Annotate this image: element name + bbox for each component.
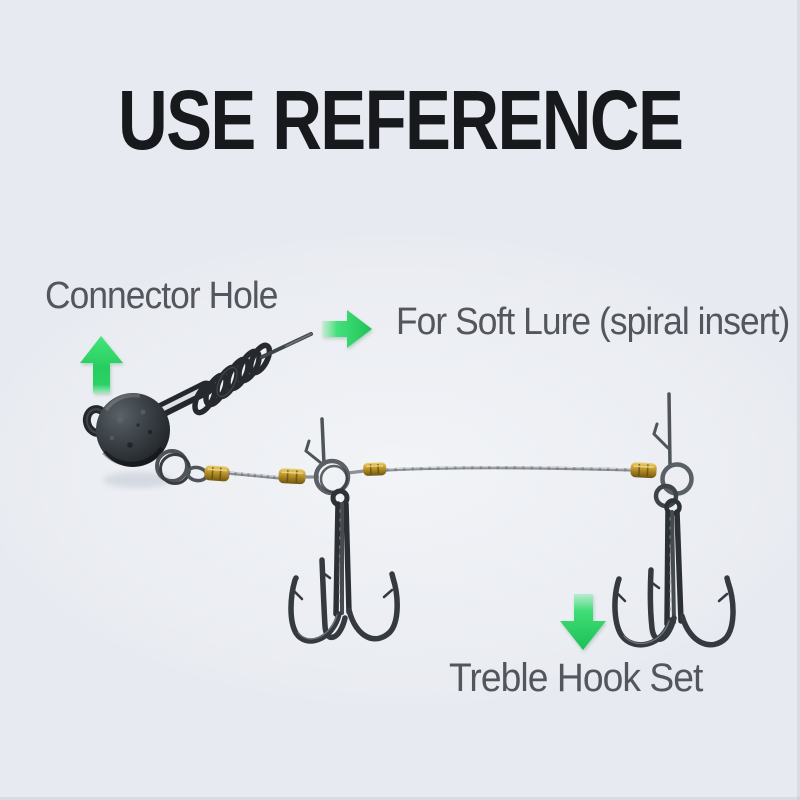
up-arrow-icon: [80, 336, 123, 393]
spiral-center-pin: [260, 332, 313, 359]
label-treble-hook-set: Treble Hook Set: [449, 656, 703, 700]
image-right-edge: [797, 0, 800, 800]
front-treble-hook: [288, 417, 400, 644]
wire-leader-assembly: [155, 449, 657, 485]
image-bottom-edge: [0, 797, 800, 800]
crimp-sleeve: [630, 462, 657, 479]
screw-lock-spiral: [192, 342, 273, 416]
hook-shank: [664, 509, 684, 627]
label-connector-hole: Connector Hole: [45, 275, 278, 317]
hook-highlight: [297, 614, 338, 640]
crimp-sleeve: [278, 468, 306, 485]
right-arrow-icon: [322, 310, 372, 348]
crimp-sleeve: [204, 465, 230, 482]
hook-bends: [612, 567, 736, 648]
twisted-wire: [227, 471, 282, 480]
long-wire-leader: [385, 466, 633, 472]
hook-pin: [652, 392, 672, 468]
rear-treble-hook: [612, 392, 736, 648]
wire-segment: [347, 469, 365, 475]
hook-highlight: [623, 620, 670, 645]
hook-shank: [333, 501, 352, 617]
page-title: USE REFERENCE: [118, 73, 684, 167]
crimp-sleeve: [363, 462, 387, 476]
down-arrow-icon: [560, 594, 606, 650]
label-soft-lure: For Soft Lure (spiral insert): [396, 301, 790, 343]
hook-pin: [304, 417, 326, 466]
jig-head-ball-weight: [96, 393, 170, 467]
hook-bends: [288, 557, 400, 644]
jig-head: [82, 332, 313, 467]
jig-head-shadow: [104, 472, 172, 488]
